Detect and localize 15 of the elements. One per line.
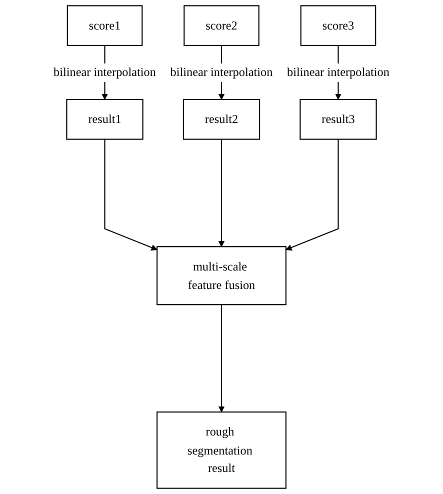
node-box: result2: [182, 98, 260, 140]
node-box: result1: [66, 98, 144, 140]
edge-label: bilinear interpolation: [54, 66, 156, 80]
edge-label: bilinear interpolation: [170, 66, 273, 80]
arrow: [286, 139, 339, 251]
arrow: [104, 139, 158, 251]
node-box: score2: [184, 5, 260, 46]
node-box: score1: [66, 5, 143, 46]
node-box: rough segmentation result: [156, 411, 286, 489]
edge-label: bilinear interpolation: [287, 66, 390, 80]
node-box: multi-scale feature fusion: [156, 246, 286, 306]
arrow: [218, 304, 225, 412]
node-box: result3: [300, 98, 377, 140]
arrow: [218, 139, 225, 247]
node-box: score3: [300, 5, 376, 46]
